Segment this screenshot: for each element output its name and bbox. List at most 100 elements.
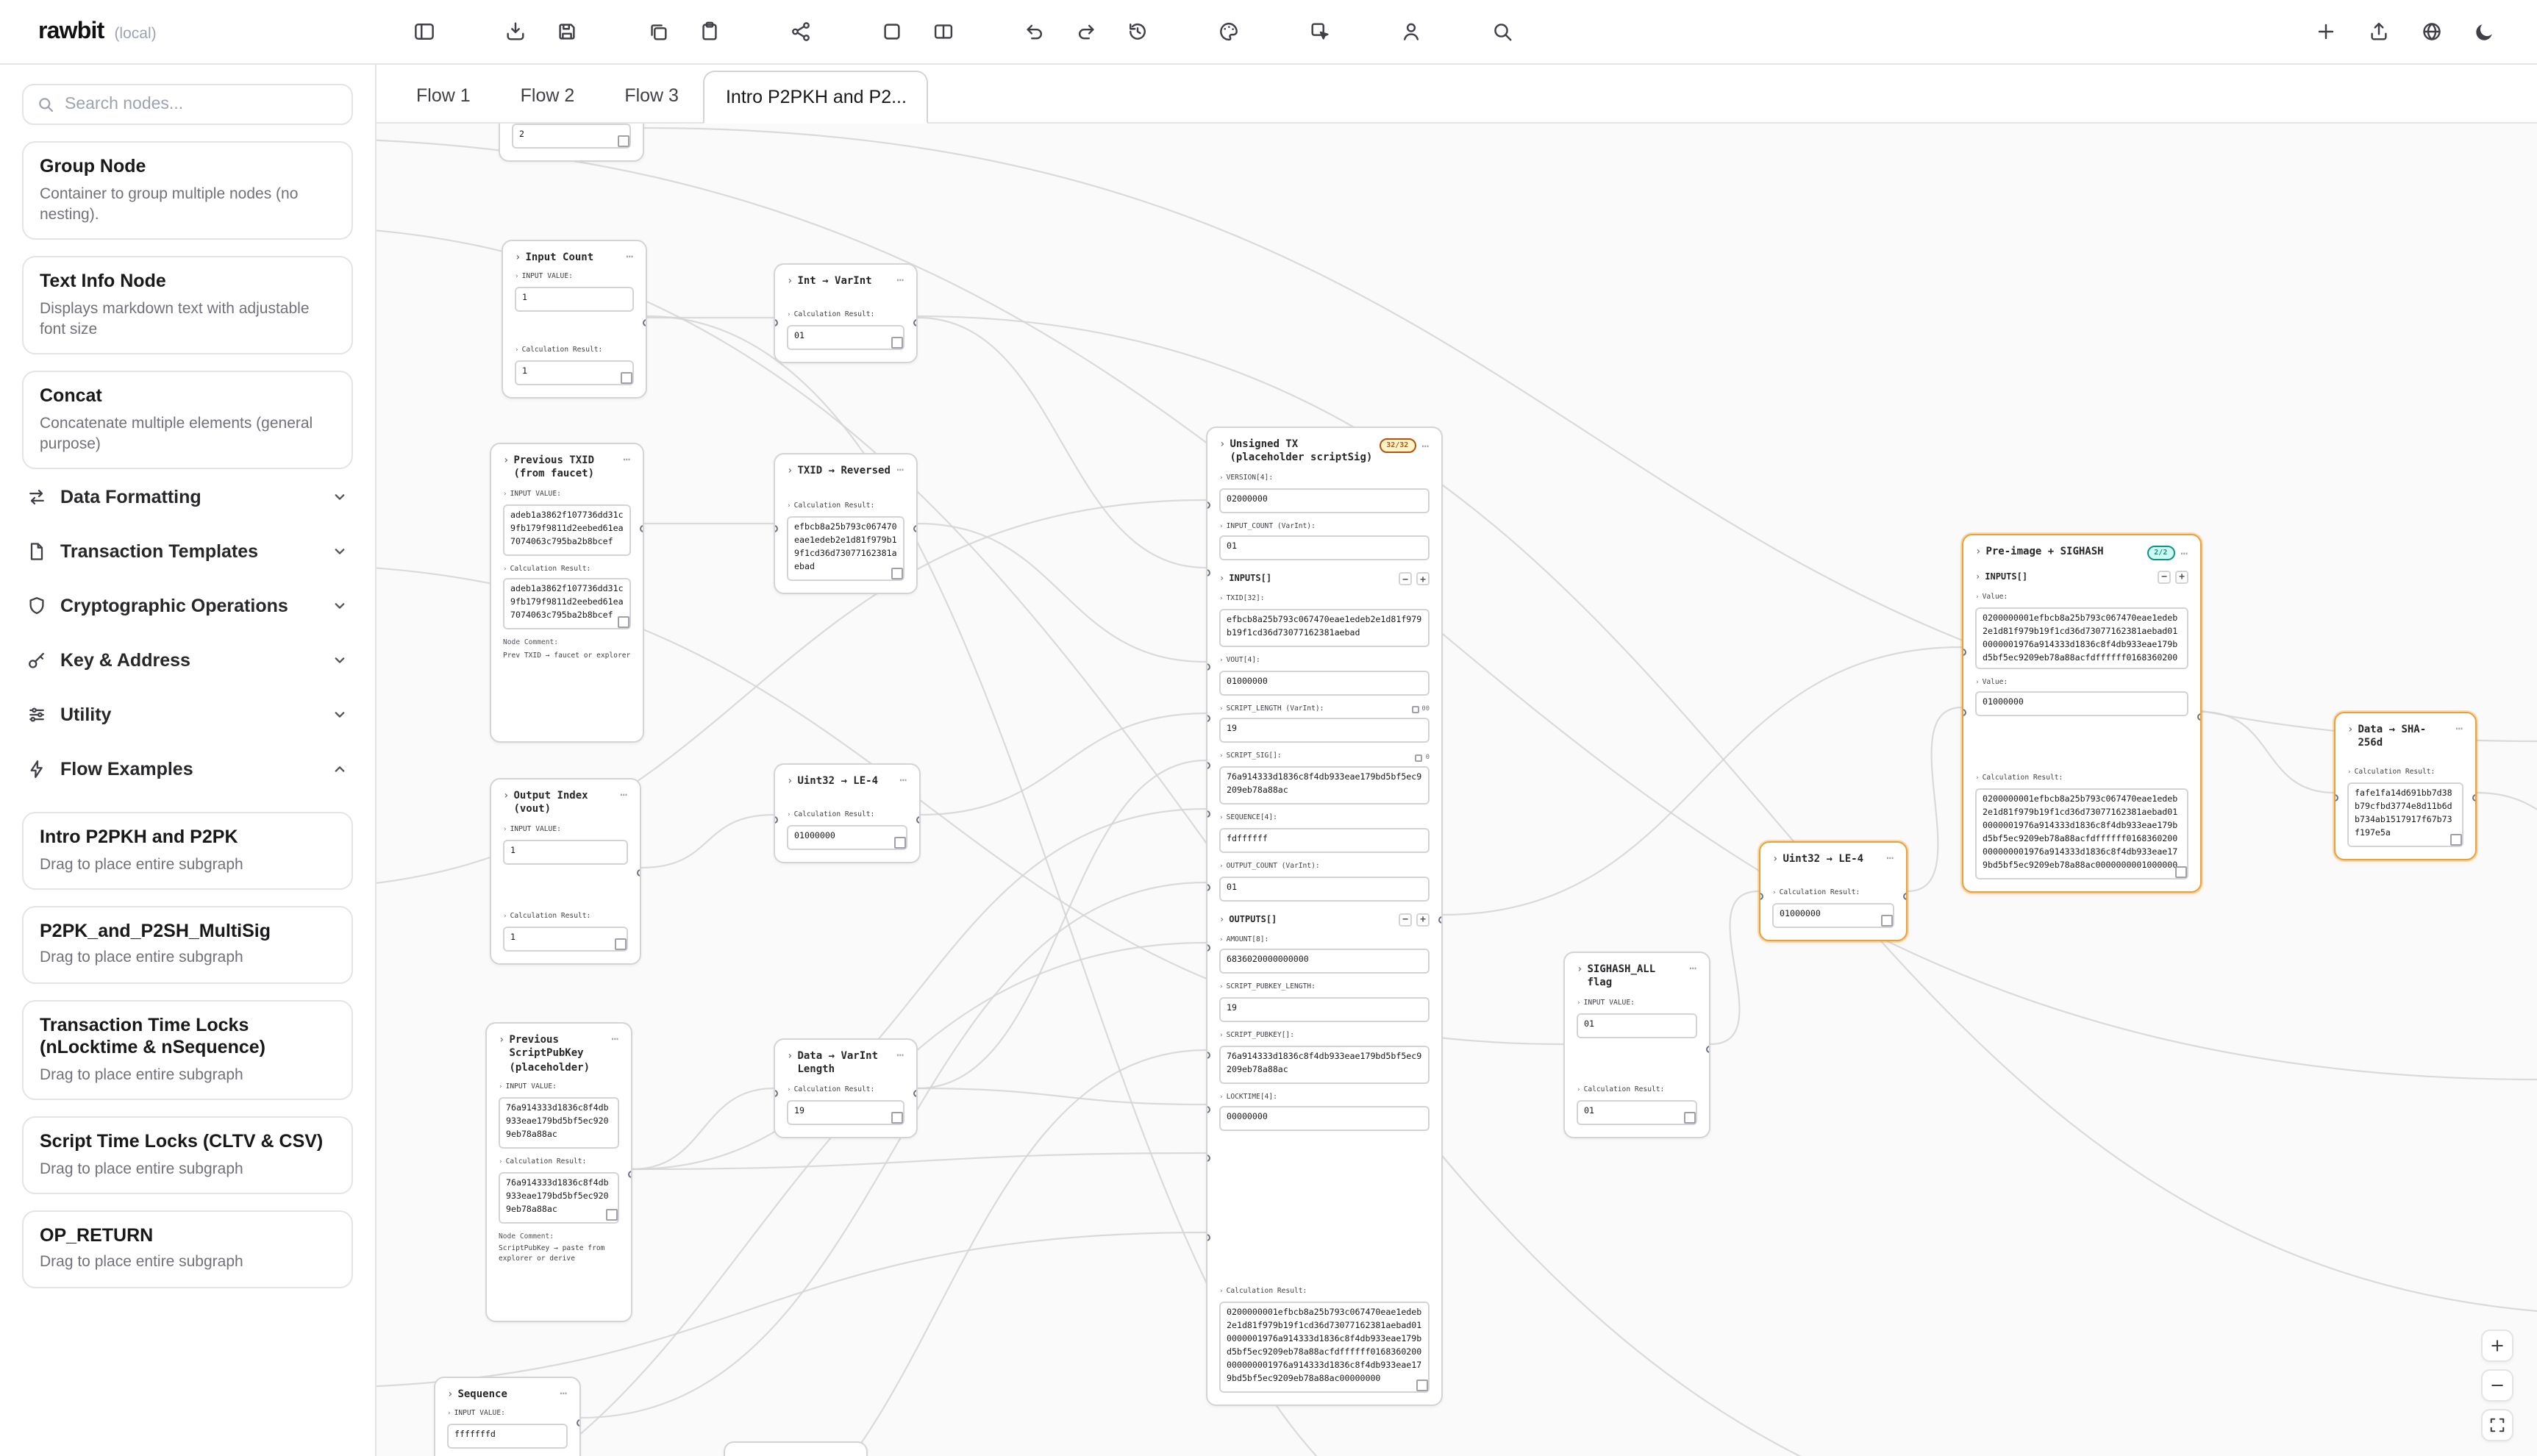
search-icon[interactable] xyxy=(1487,17,1516,46)
value-input[interactable]: fffffffd xyxy=(447,1424,568,1449)
node-menu-button[interactable]: ⋯ xyxy=(620,788,628,802)
flow-edge[interactable] xyxy=(2201,710,2335,794)
value-input[interactable]: 19 xyxy=(1219,718,1430,743)
connection-handle[interactable] xyxy=(1207,663,1210,671)
checkbox[interactable] xyxy=(1415,754,1423,763)
node-menu-button[interactable]: ⋯ xyxy=(896,1049,904,1062)
connection-handle[interactable] xyxy=(2336,794,2338,802)
connection-handle[interactable] xyxy=(628,1171,631,1178)
zoom-out-icon[interactable] xyxy=(2481,1369,2513,1402)
plus-icon[interactable] xyxy=(2311,17,2340,46)
flow-node-txid-reversed[interactable]: TXID → Reversed⋯Calculation Result:efbcb… xyxy=(774,453,918,594)
connection-handle[interactable] xyxy=(1207,569,1210,577)
copy-button[interactable] xyxy=(620,371,632,383)
copy-icon[interactable] xyxy=(643,17,672,46)
node-card-text-info[interactable]: Text Info Node Displays markdown text wi… xyxy=(22,255,353,354)
value-input[interactable]: 19 xyxy=(1219,997,1430,1023)
copy-button[interactable] xyxy=(614,938,626,949)
connection-handle[interactable] xyxy=(577,1419,579,1427)
copy-button[interactable] xyxy=(617,135,629,146)
square-node-icon[interactable] xyxy=(877,17,906,46)
flow-edge[interactable] xyxy=(632,1152,1207,1171)
value-input[interactable]: 76a914333d1836c8f4db933eae179bd5bf5ec920… xyxy=(1219,1045,1430,1084)
value-input[interactable]: 02000000 xyxy=(1219,488,1430,513)
connection-handle[interactable] xyxy=(2472,794,2475,802)
example-card-p2pk-p2sh-multisig[interactable]: P2PK_and_P2SH_MultiSig Drag to place ent… xyxy=(22,905,353,983)
connection-handle[interactable] xyxy=(775,319,778,326)
flow-node-data-sha256d[interactable]: Data → SHA-256d⋯Calculation Result:fafe1… xyxy=(2334,712,2477,860)
copy-button[interactable] xyxy=(2174,866,2186,877)
connection-handle[interactable] xyxy=(1438,916,1441,924)
flow-node-sequence[interactable]: Sequence⋯INPUT VALUE:fffffffd xyxy=(434,1377,581,1456)
globe-icon[interactable] xyxy=(2416,17,2446,46)
connection-handle[interactable] xyxy=(916,816,919,824)
node-menu-button[interactable]: ⋯ xyxy=(560,1387,568,1400)
value-input[interactable]: 0200000001efbcb8a25b793c067470eae1edeb2e… xyxy=(1975,607,2188,669)
flow-node-preimage-sighash[interactable]: Pre-image + SIGHASH2/2⋯INPUTS[]−+Value:0… xyxy=(1962,534,2202,893)
connection-handle[interactable] xyxy=(1207,1234,1210,1241)
connection-handle[interactable] xyxy=(1207,1052,1210,1059)
connection-handle[interactable] xyxy=(1207,762,1210,769)
fit-view-icon[interactable] xyxy=(2481,1409,2513,1441)
connection-handle[interactable] xyxy=(1963,649,1966,656)
flow-edge[interactable] xyxy=(646,315,1494,1456)
value-input[interactable]: 01 xyxy=(1577,1013,1697,1038)
value-input[interactable]: fdffffff xyxy=(1219,827,1430,853)
tab-flow-1[interactable]: Flow 1 xyxy=(416,85,471,106)
tab-intro-p2pkh-active[interactable]: Intro P2PKH and P2... xyxy=(703,71,929,124)
example-card-op-return[interactable]: OP_RETURN Drag to place entire subgraph xyxy=(22,1210,353,1288)
node-menu-button[interactable]: ⋯ xyxy=(1886,852,1894,865)
pointer-box-icon[interactable] xyxy=(1305,17,1334,46)
sidebar-section-utility[interactable]: Utility xyxy=(22,687,353,741)
node-menu-button[interactable]: ⋯ xyxy=(1421,439,1430,452)
flow-node-input-count[interactable]: Input Count⋯INPUT VALUE:1Calculation Res… xyxy=(502,240,647,399)
connection-handle[interactable] xyxy=(640,525,643,532)
flow-canvas[interactable]: 2Input Count⋯INPUT VALUE:1Calculation Re… xyxy=(377,124,2537,1456)
flow-node-unsigned-tx[interactable]: Unsigned TX (placeholder scriptSig)32/32… xyxy=(1206,427,1443,1406)
node-menu-button[interactable]: ⋯ xyxy=(623,453,631,466)
value-input[interactable]: 76a914333d1836c8f4db933eae179bd5bf5ec920… xyxy=(499,1097,619,1149)
node-menu-button[interactable]: ⋯ xyxy=(2180,546,2188,560)
connection-handle[interactable] xyxy=(643,319,646,326)
example-card-intro-p2pkh[interactable]: Intro P2PKH and P2PK Drag to place entir… xyxy=(22,811,353,890)
flow-edge[interactable] xyxy=(917,522,1207,663)
connection-handle[interactable] xyxy=(1207,944,1210,952)
flow-node-uint32-le4-a[interactable]: Uint32 → LE-4⋯Calculation Result:0100000… xyxy=(774,763,921,863)
flow-edge[interactable] xyxy=(641,813,774,869)
value-input[interactable]: 6836020000000000 xyxy=(1219,949,1430,974)
increment-button[interactable]: + xyxy=(1416,913,1430,927)
connection-handle[interactable] xyxy=(775,1090,778,1097)
search-input[interactable] xyxy=(65,96,338,113)
flow-node-sighash-flag[interactable]: SIGHASH_ALL flag⋯INPUT VALUE:01Calculati… xyxy=(1563,952,1710,1138)
node-menu-button[interactable]: ⋯ xyxy=(626,250,634,263)
connection-handle[interactable] xyxy=(913,319,916,326)
connection-handle[interactable] xyxy=(913,1090,916,1097)
flow-edge[interactable] xyxy=(1442,646,1963,916)
copy-button[interactable] xyxy=(891,567,902,579)
sidebar-section-cryptographic-operations[interactable]: Cryptographic Operations xyxy=(22,578,353,632)
connection-handle[interactable] xyxy=(1760,893,1763,900)
connection-handle[interactable] xyxy=(1207,502,1210,509)
flow-edge[interactable] xyxy=(377,941,1207,1456)
node-menu-button[interactable]: ⋯ xyxy=(899,774,907,787)
node-menu-button[interactable]: ⋯ xyxy=(611,1032,619,1046)
node-menu-button[interactable]: ⋯ xyxy=(1689,962,1697,975)
flow-edge[interactable] xyxy=(917,759,1207,1090)
value-input[interactable]: 1 xyxy=(503,839,628,865)
connection-handle[interactable] xyxy=(1963,709,1966,716)
sidebar-section-data-formatting[interactable]: Data Formatting xyxy=(22,469,353,524)
value-input[interactable]: adeb1a3862f107736dd31c9fb179f9811d2eebed… xyxy=(503,504,631,556)
flow-node-data-varint-length[interactable]: Data → VarInt Length⋯Calculation Result:… xyxy=(774,1038,918,1138)
value-input[interactable]: 00000000 xyxy=(1219,1106,1430,1132)
node-card-concat[interactable]: Concat Concatenate multiple elements (ge… xyxy=(22,370,353,469)
columns-icon[interactable] xyxy=(928,17,957,46)
example-card-script-time-locks[interactable]: Script Time Locks (CLTV & CSV) Drag to p… xyxy=(22,1116,353,1194)
flow-edge[interactable] xyxy=(917,316,1207,569)
copy-button[interactable] xyxy=(1880,914,1892,926)
palette-icon[interactable] xyxy=(1213,17,1243,46)
node-menu-button[interactable]: ⋯ xyxy=(896,463,904,477)
copy-button[interactable] xyxy=(1416,1379,1427,1391)
value-input[interactable]: 76a914333d1836c8f4db933eae179bd5bf5ec920… xyxy=(1219,766,1430,805)
save-icon[interactable] xyxy=(552,17,581,46)
connection-handle[interactable] xyxy=(913,525,916,532)
